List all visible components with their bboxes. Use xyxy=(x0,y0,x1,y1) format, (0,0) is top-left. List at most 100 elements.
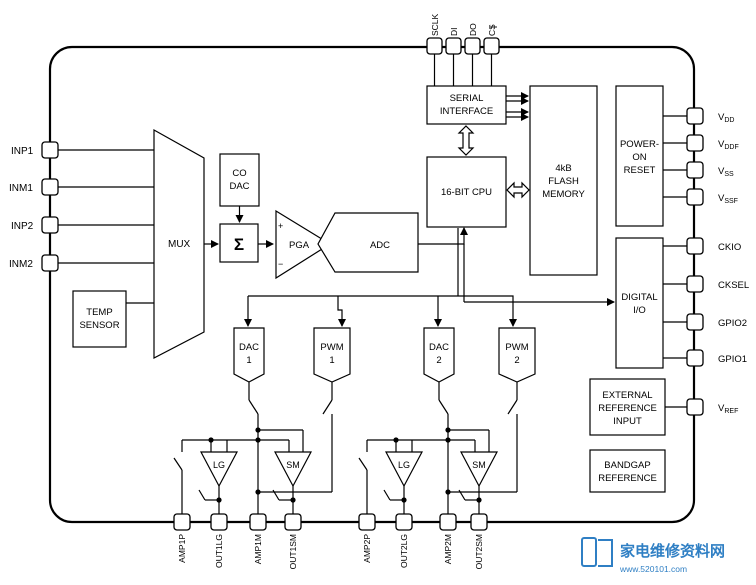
pin-label-gpio2: GPIO2 xyxy=(718,318,747,329)
flash-memory-block xyxy=(529,85,598,276)
pin-vddf[interactable] xyxy=(686,134,704,152)
pin-label-inp1: INP1 xyxy=(11,146,34,157)
pin-vss[interactable] xyxy=(686,161,704,179)
watermark: 家电维修资料网 www.520101.com xyxy=(581,537,725,574)
pin-amp2p[interactable] xyxy=(358,513,376,531)
dac1-label-2: 1 xyxy=(246,355,251,366)
pin-label-out2lg: OUT2LG xyxy=(399,534,409,568)
bandgap-label-2: REFERENCE xyxy=(598,473,657,484)
pin-label-out1sm: OUT1SM xyxy=(288,534,298,569)
output-converters: DAC 1 PWM 1 DAC 2 PWM 2 xyxy=(233,327,536,383)
extref-label-2: REFERENCE xyxy=(598,403,657,414)
pin-label-amp2m: AMP2M xyxy=(443,534,453,564)
pin-vdd[interactable] xyxy=(686,107,704,125)
pin-gpio1[interactable] xyxy=(686,349,704,367)
por-label-2: ON xyxy=(632,152,646,163)
pin-out2sm[interactable] xyxy=(470,513,488,531)
flash-label-3: MEMORY xyxy=(542,189,585,200)
cpu-label: 16-BIT CPU xyxy=(441,187,492,198)
dac2-label-1: DAC xyxy=(429,342,449,353)
pin-label-inp2: INP2 xyxy=(11,221,34,232)
serial-pins: SCLK DI DO CS xyxy=(426,13,500,55)
pin-label-do: DO xyxy=(468,23,478,36)
pin-inm2[interactable] xyxy=(41,254,59,272)
pin-out1lg[interactable] xyxy=(210,513,228,531)
flash-label-2: FLASH xyxy=(548,176,579,187)
watermark-logo xyxy=(581,537,613,567)
pwm1-block xyxy=(313,327,351,383)
pin-label-vddf: VDDF xyxy=(718,139,739,151)
output-stage-2 xyxy=(358,382,518,514)
bandgap-reference-block xyxy=(589,449,666,493)
pin-label-ckio: CKIO xyxy=(718,242,741,253)
pin-label-vss: VSS xyxy=(718,166,734,178)
pga-label: PGA xyxy=(289,240,310,251)
pin-gpio2[interactable] xyxy=(686,313,704,331)
pga-plus: + xyxy=(278,221,283,231)
pwm1-label-1: PWM xyxy=(320,342,343,353)
watermark-text: 家电维修资料网 xyxy=(620,542,725,560)
pin-amp1m[interactable] xyxy=(249,513,267,531)
dac2-label-2: 2 xyxy=(436,355,441,366)
pin-label-out2sm: OUT2SM xyxy=(474,534,484,569)
pwm2-label-1: PWM xyxy=(505,342,528,353)
right-pins: VDD VDDF VSS VSSF CKIO CKSEL GPIO2 GPIO1… xyxy=(686,107,749,416)
pin-label-cksel: CKSEL xyxy=(718,280,749,291)
pin-amp1p[interactable] xyxy=(173,513,191,531)
extref-label-1: EXTERNAL xyxy=(602,390,652,401)
bottom-pin-labels: AMP1P OUT1LG AMP1M OUT1SM AMP2P OUT2LG A… xyxy=(177,534,484,570)
pin-label-vref: VREF xyxy=(718,403,738,415)
pin-out2lg[interactable] xyxy=(395,513,413,531)
flash-label-1: 4kB xyxy=(555,163,571,174)
temp-sensor-label-1: TEMP xyxy=(86,307,112,318)
pwm1-label-2: 1 xyxy=(329,355,334,366)
pin-label-out1lg: OUT1LG xyxy=(214,534,224,568)
pin-inp2[interactable] xyxy=(41,216,59,234)
sm1-label: SM xyxy=(286,460,300,470)
bottom-pins xyxy=(173,513,488,531)
power-on-reset-block xyxy=(615,85,664,227)
lg2-label: LG xyxy=(398,460,410,470)
pin-amp2m[interactable] xyxy=(439,513,457,531)
pin-vref[interactable] xyxy=(686,398,704,416)
co-dac-label-1: CO xyxy=(232,168,246,179)
dio-label-2: I/O xyxy=(633,305,646,316)
stage1-junctions xyxy=(208,427,296,503)
pin-cksel[interactable] xyxy=(686,275,704,293)
adc-label: ADC xyxy=(370,240,390,251)
pin-di[interactable] xyxy=(445,37,462,55)
pin-inm1[interactable] xyxy=(41,178,59,196)
extref-label-3: INPUT xyxy=(613,416,642,427)
dio-label-1: DIGITAL xyxy=(621,292,657,303)
cpu-flash-bus xyxy=(506,181,530,199)
pga-minus: − xyxy=(278,259,283,269)
mux-label: MUX xyxy=(168,239,191,250)
pin-label-inm1: INM1 xyxy=(9,183,33,194)
watermark-url: www.520101.com xyxy=(619,564,687,574)
bandgap-label-1: BANDGAP xyxy=(604,460,650,471)
sm2-label: SM xyxy=(472,460,486,470)
dac1-block xyxy=(233,327,265,383)
cpu-block xyxy=(426,156,507,228)
por-label-1: POWER- xyxy=(620,139,659,150)
pin-ckio[interactable] xyxy=(686,237,704,255)
stage2-junctions xyxy=(393,427,482,503)
pin-do[interactable] xyxy=(464,37,481,55)
serial-cpu-bus xyxy=(457,125,475,156)
pin-sclk[interactable] xyxy=(426,37,443,55)
internal-bus xyxy=(244,228,615,327)
pin-label-cs: CS xyxy=(487,24,497,36)
pin-inp1[interactable] xyxy=(41,141,59,159)
serial-interface-label-1: SERIAL xyxy=(450,93,484,104)
adc-block xyxy=(317,212,419,273)
por-label-3: RESET xyxy=(624,165,656,176)
lg1-label: LG xyxy=(213,460,225,470)
pin-out1sm[interactable] xyxy=(284,513,302,531)
pin-cs[interactable] xyxy=(483,37,500,55)
pin-label-amp1m: AMP1M xyxy=(253,534,263,564)
co-dac-block xyxy=(219,153,260,207)
dac1-label-1: DAC xyxy=(239,342,259,353)
pin-vssf[interactable] xyxy=(686,188,704,206)
co-dac-label-2: DAC xyxy=(229,181,249,192)
